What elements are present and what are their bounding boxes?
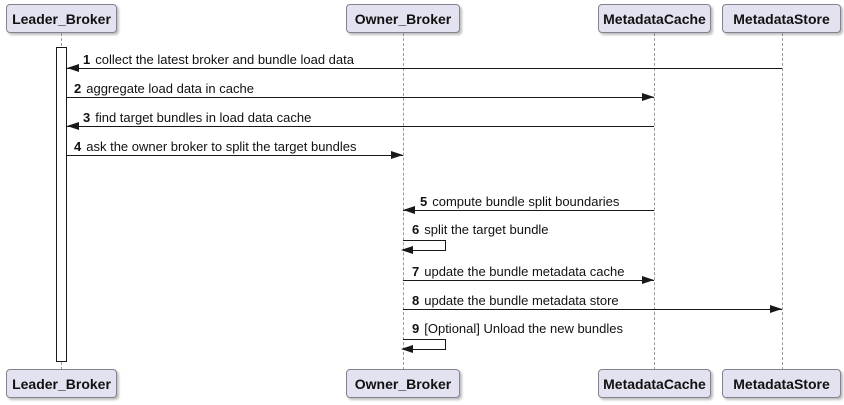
message-6-text: split the target bundle bbox=[424, 222, 549, 237]
message-5-number: 5 bbox=[420, 194, 428, 209]
message-2-label: 2 aggregate load data in cache bbox=[74, 81, 254, 96]
message-8-text: update the bundle metadata store bbox=[424, 293, 619, 308]
participant-top-metadatacache: MetadataCache bbox=[598, 4, 711, 33]
message-3-label: 3 find target bundles in load data cache bbox=[83, 110, 311, 125]
message-2-arrowhead-right-icon bbox=[642, 93, 654, 101]
message-6-number: 6 bbox=[412, 222, 420, 237]
lifeline-metadatastore bbox=[782, 33, 783, 370]
message-9-label: 9 [Optional] Unload the new bundles bbox=[412, 321, 623, 336]
message-6-arrowhead-left-icon bbox=[401, 246, 413, 254]
message-2-text: aggregate load data in cache bbox=[86, 81, 254, 96]
message-5-line bbox=[403, 210, 654, 211]
message-9-text: [Optional] Unload the new bundles bbox=[424, 321, 623, 336]
message-4-line bbox=[67, 155, 403, 156]
message-1-label: 1 collect the latest broker and bundle lo… bbox=[83, 52, 354, 67]
message-8-line bbox=[403, 309, 782, 310]
message-9-self-loop bbox=[403, 339, 446, 350]
message-8-number: 8 bbox=[412, 293, 420, 308]
message-5-label: 5 compute bundle split boundaries bbox=[420, 194, 619, 209]
message-1-line bbox=[67, 68, 782, 69]
message-2-number: 2 bbox=[74, 81, 82, 96]
participant-top-leader-broker: Leader_Broker bbox=[6, 4, 117, 33]
participant-bottom-leader-broker: Leader_Broker bbox=[6, 369, 117, 398]
message-7-line bbox=[403, 280, 654, 281]
message-4-label: 4 ask the owner broker to split the targe… bbox=[74, 139, 357, 154]
message-3-line bbox=[67, 126, 654, 127]
lifeline-metadatacache bbox=[654, 33, 655, 370]
message-7-label: 7 update the bundle metadata cache bbox=[412, 264, 624, 279]
message-7-arrowhead-right-icon bbox=[642, 276, 654, 284]
message-3-arrowhead-left-icon bbox=[67, 122, 79, 130]
message-4-number: 4 bbox=[74, 139, 82, 154]
message-7-text: update the bundle metadata cache bbox=[424, 264, 625, 279]
message-4-text: ask the owner broker to split the target… bbox=[86, 139, 357, 154]
message-5-arrowhead-left-icon bbox=[403, 206, 415, 214]
message-1-arrowhead-left-icon bbox=[67, 64, 79, 72]
participant-top-metadatastore: MetadataStore bbox=[722, 4, 841, 33]
message-9-number: 9 bbox=[412, 321, 420, 336]
participant-bottom-owner-broker: Owner_Broker bbox=[346, 369, 460, 398]
message-2-line bbox=[67, 97, 654, 98]
message-3-number: 3 bbox=[83, 110, 91, 125]
participant-bottom-metadatastore: MetadataStore bbox=[722, 369, 841, 398]
activation-bar-leader-broker bbox=[56, 47, 67, 362]
message-8-arrowhead-right-icon bbox=[770, 305, 782, 313]
participant-bottom-metadatacache: MetadataCache bbox=[598, 369, 711, 398]
message-5-text: compute bundle split boundaries bbox=[432, 194, 620, 209]
message-6-self-loop bbox=[403, 240, 446, 251]
message-1-text: collect the latest broker and bundle loa… bbox=[95, 52, 354, 67]
message-7-number: 7 bbox=[412, 264, 420, 279]
message-1-number: 1 bbox=[83, 52, 91, 67]
participant-top-owner-broker: Owner_Broker bbox=[346, 4, 460, 33]
message-9-arrowhead-left-icon bbox=[401, 345, 413, 353]
message-4-arrowhead-right-icon bbox=[391, 151, 403, 159]
message-3-text: find target bundles in load data cache bbox=[95, 110, 312, 125]
message-8-label: 8 update the bundle metadata store bbox=[412, 293, 619, 308]
message-6-label: 6 split the target bundle bbox=[412, 222, 549, 237]
lifeline-owner-broker bbox=[403, 33, 404, 370]
